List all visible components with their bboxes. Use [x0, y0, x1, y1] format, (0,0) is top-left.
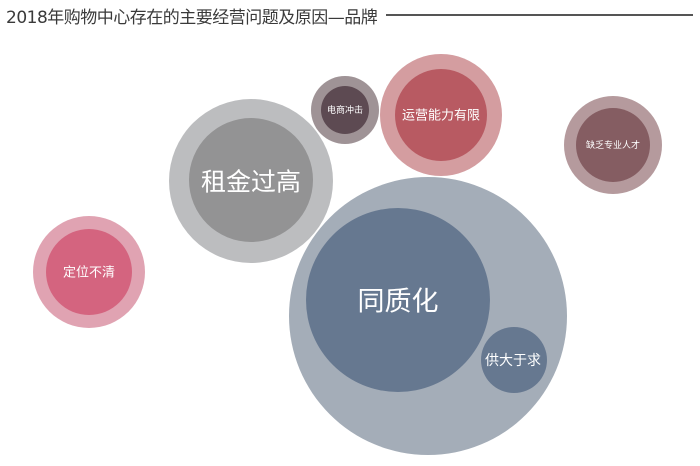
title-divider — [386, 14, 693, 16]
chart-title: 2018年购物中心存在的主要经营问题及原因—品牌 — [6, 8, 378, 28]
bubble-dianshang: 电商冲击 — [311, 76, 379, 144]
bubble-label: 缺乏专业人才 — [586, 139, 640, 151]
bubble-rencai: 缺乏专业人才 — [564, 96, 662, 194]
bubble-inner-circle — [576, 108, 650, 182]
bubble-zujin: 租金过高 — [169, 99, 333, 263]
bubble-label: 运营能力有限 — [402, 109, 480, 124]
bubble-yunying: 运营能力有限 — [380, 54, 502, 176]
bubble-label: 租金过高 — [201, 168, 301, 197]
bubble-inner-circle — [321, 86, 369, 134]
bubble-label: 同质化 — [358, 287, 439, 318]
bubble-label: 电商冲击 — [327, 104, 363, 116]
bubble-dingwei: 定位不清 — [33, 216, 145, 328]
bubble-inner-circle — [306, 208, 490, 392]
bubble-label: 供大于求 — [485, 353, 541, 369]
bubble-gongdayuqiu: 供大于求 — [481, 327, 547, 393]
bubble-label: 定位不清 — [63, 266, 115, 281]
bubble-inner-circle — [395, 69, 487, 161]
bubble-tongzhihua: 同质化 — [289, 177, 567, 455]
bubble-inner-circle — [46, 229, 132, 315]
bubble-circle — [481, 327, 547, 393]
bubble-inner-circle — [189, 118, 313, 242]
